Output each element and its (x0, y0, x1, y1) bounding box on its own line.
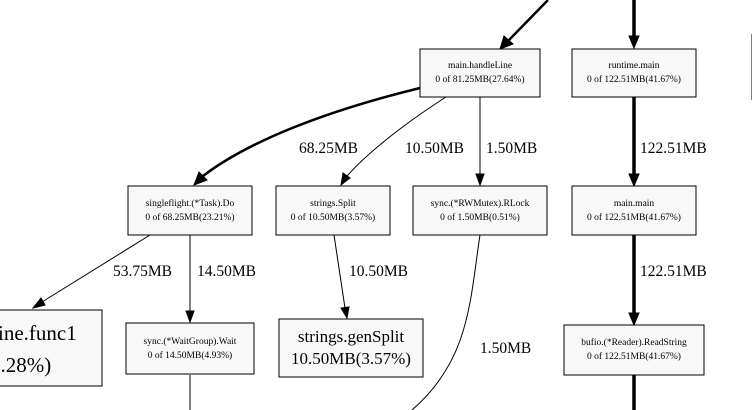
edge-into-runtime-main (628, 0, 640, 50)
edge-rlock-down (411, 234, 481, 410)
edge-handleline-to-rlock (475, 97, 485, 187)
node-stats: 8.28%) (0, 353, 51, 377)
node-runtime-main[interactable]: runtime.main 0 of 122.51MB(41.67%) (571, 48, 697, 98)
node-title: singleflight.(*Task).Do (146, 198, 235, 209)
node-stats: 0 of 14.50MB(4.93%) (148, 350, 232, 361)
node-stats: 0 of 10.50MB(3.57%) (291, 212, 375, 223)
edge-label-func1: 53.75MB (113, 263, 172, 280)
edge-label-split: 10.50MB (405, 140, 464, 157)
node-rwmutex-rlock[interactable]: sync.(*RWMutex).RLock 0 of 1.50MB(0.51%) (412, 185, 548, 236)
node-title: main.main (614, 199, 655, 209)
node-title: sync.(*RWMutex).RLock (431, 198, 530, 209)
node-stats: 0 of 68.25MB(23.21%) (145, 212, 234, 223)
node-title: sync.(*WaitGroup).Wait (144, 336, 237, 347)
edge-split-to-gensplit (333, 234, 350, 320)
node-stats: 0 of 1.50MB(0.51%) (440, 212, 520, 223)
edge-into-handleline (499, 0, 549, 50)
node-strings-gensplit[interactable]: strings.genSplit 10.50MB(3.57%) (278, 318, 424, 378)
node-handleline-func1-partial[interactable]: ine.func1 8.28%) (0, 309, 103, 387)
node-singleflight-do[interactable]: singleflight.(*Task).Do 0 of 68.25MB(23.… (127, 185, 253, 236)
edge-main-to-readstring (628, 235, 640, 327)
edge-label-rlock: 1.50MB (486, 140, 537, 157)
edge-runtime-to-main (628, 97, 640, 188)
node-reader-readstring[interactable]: bufio.(*Reader).ReadString 0 of 122.51MB… (563, 324, 705, 376)
edge-label-gensplit: 10.50MB (349, 263, 408, 280)
node-stats: 0 of 81.25MB(27.64%) (435, 74, 524, 85)
edge-label-readstring: 122.51MB (640, 263, 707, 280)
node-stats: 0 of 122.51MB(41.67%) (587, 74, 681, 85)
edge-handleline-to-singleflight (193, 86, 421, 186)
edge-label-68mb: 68.25MB (299, 140, 358, 157)
node-stats: 0 of 122.51MB(41.67%) (587, 351, 681, 362)
node-title: bufio.(*Reader).ReadString (581, 337, 687, 348)
node-title: ine.func1 (0, 321, 77, 345)
node-waitgroup-wait[interactable]: sync.(*WaitGroup).Wait 0 of 14.50MB(4.93… (125, 322, 255, 375)
edge-label-rlock-down: 1.50MB (480, 340, 531, 357)
edge-handleline-to-split (340, 96, 447, 187)
node-stats: 0 of 122.51MB(41.67%) (587, 212, 681, 223)
node-title: main.handleLine (448, 61, 512, 71)
edge-label-runtime-main: 122.51MB (640, 140, 707, 157)
node-strings-split[interactable]: strings.Split 0 of 10.50MB(3.57%) (275, 185, 391, 236)
node-main-handleline[interactable]: main.handleLine 0 of 81.25MB(27.64%) (419, 48, 541, 98)
edge-singleflight-to-wait (185, 235, 195, 324)
node-title: strings.genSplit (298, 327, 405, 346)
node-title: strings.Split (310, 199, 356, 209)
edge-singleflight-to-func1 (31, 234, 151, 309)
edge-label-wait: 14.50MB (197, 263, 256, 280)
node-title: runtime.main (609, 61, 660, 71)
node-stats: 10.50MB(3.57%) (291, 349, 411, 368)
node-main-main[interactable]: main.main 0 of 122.51MB(41.67%) (571, 185, 697, 236)
